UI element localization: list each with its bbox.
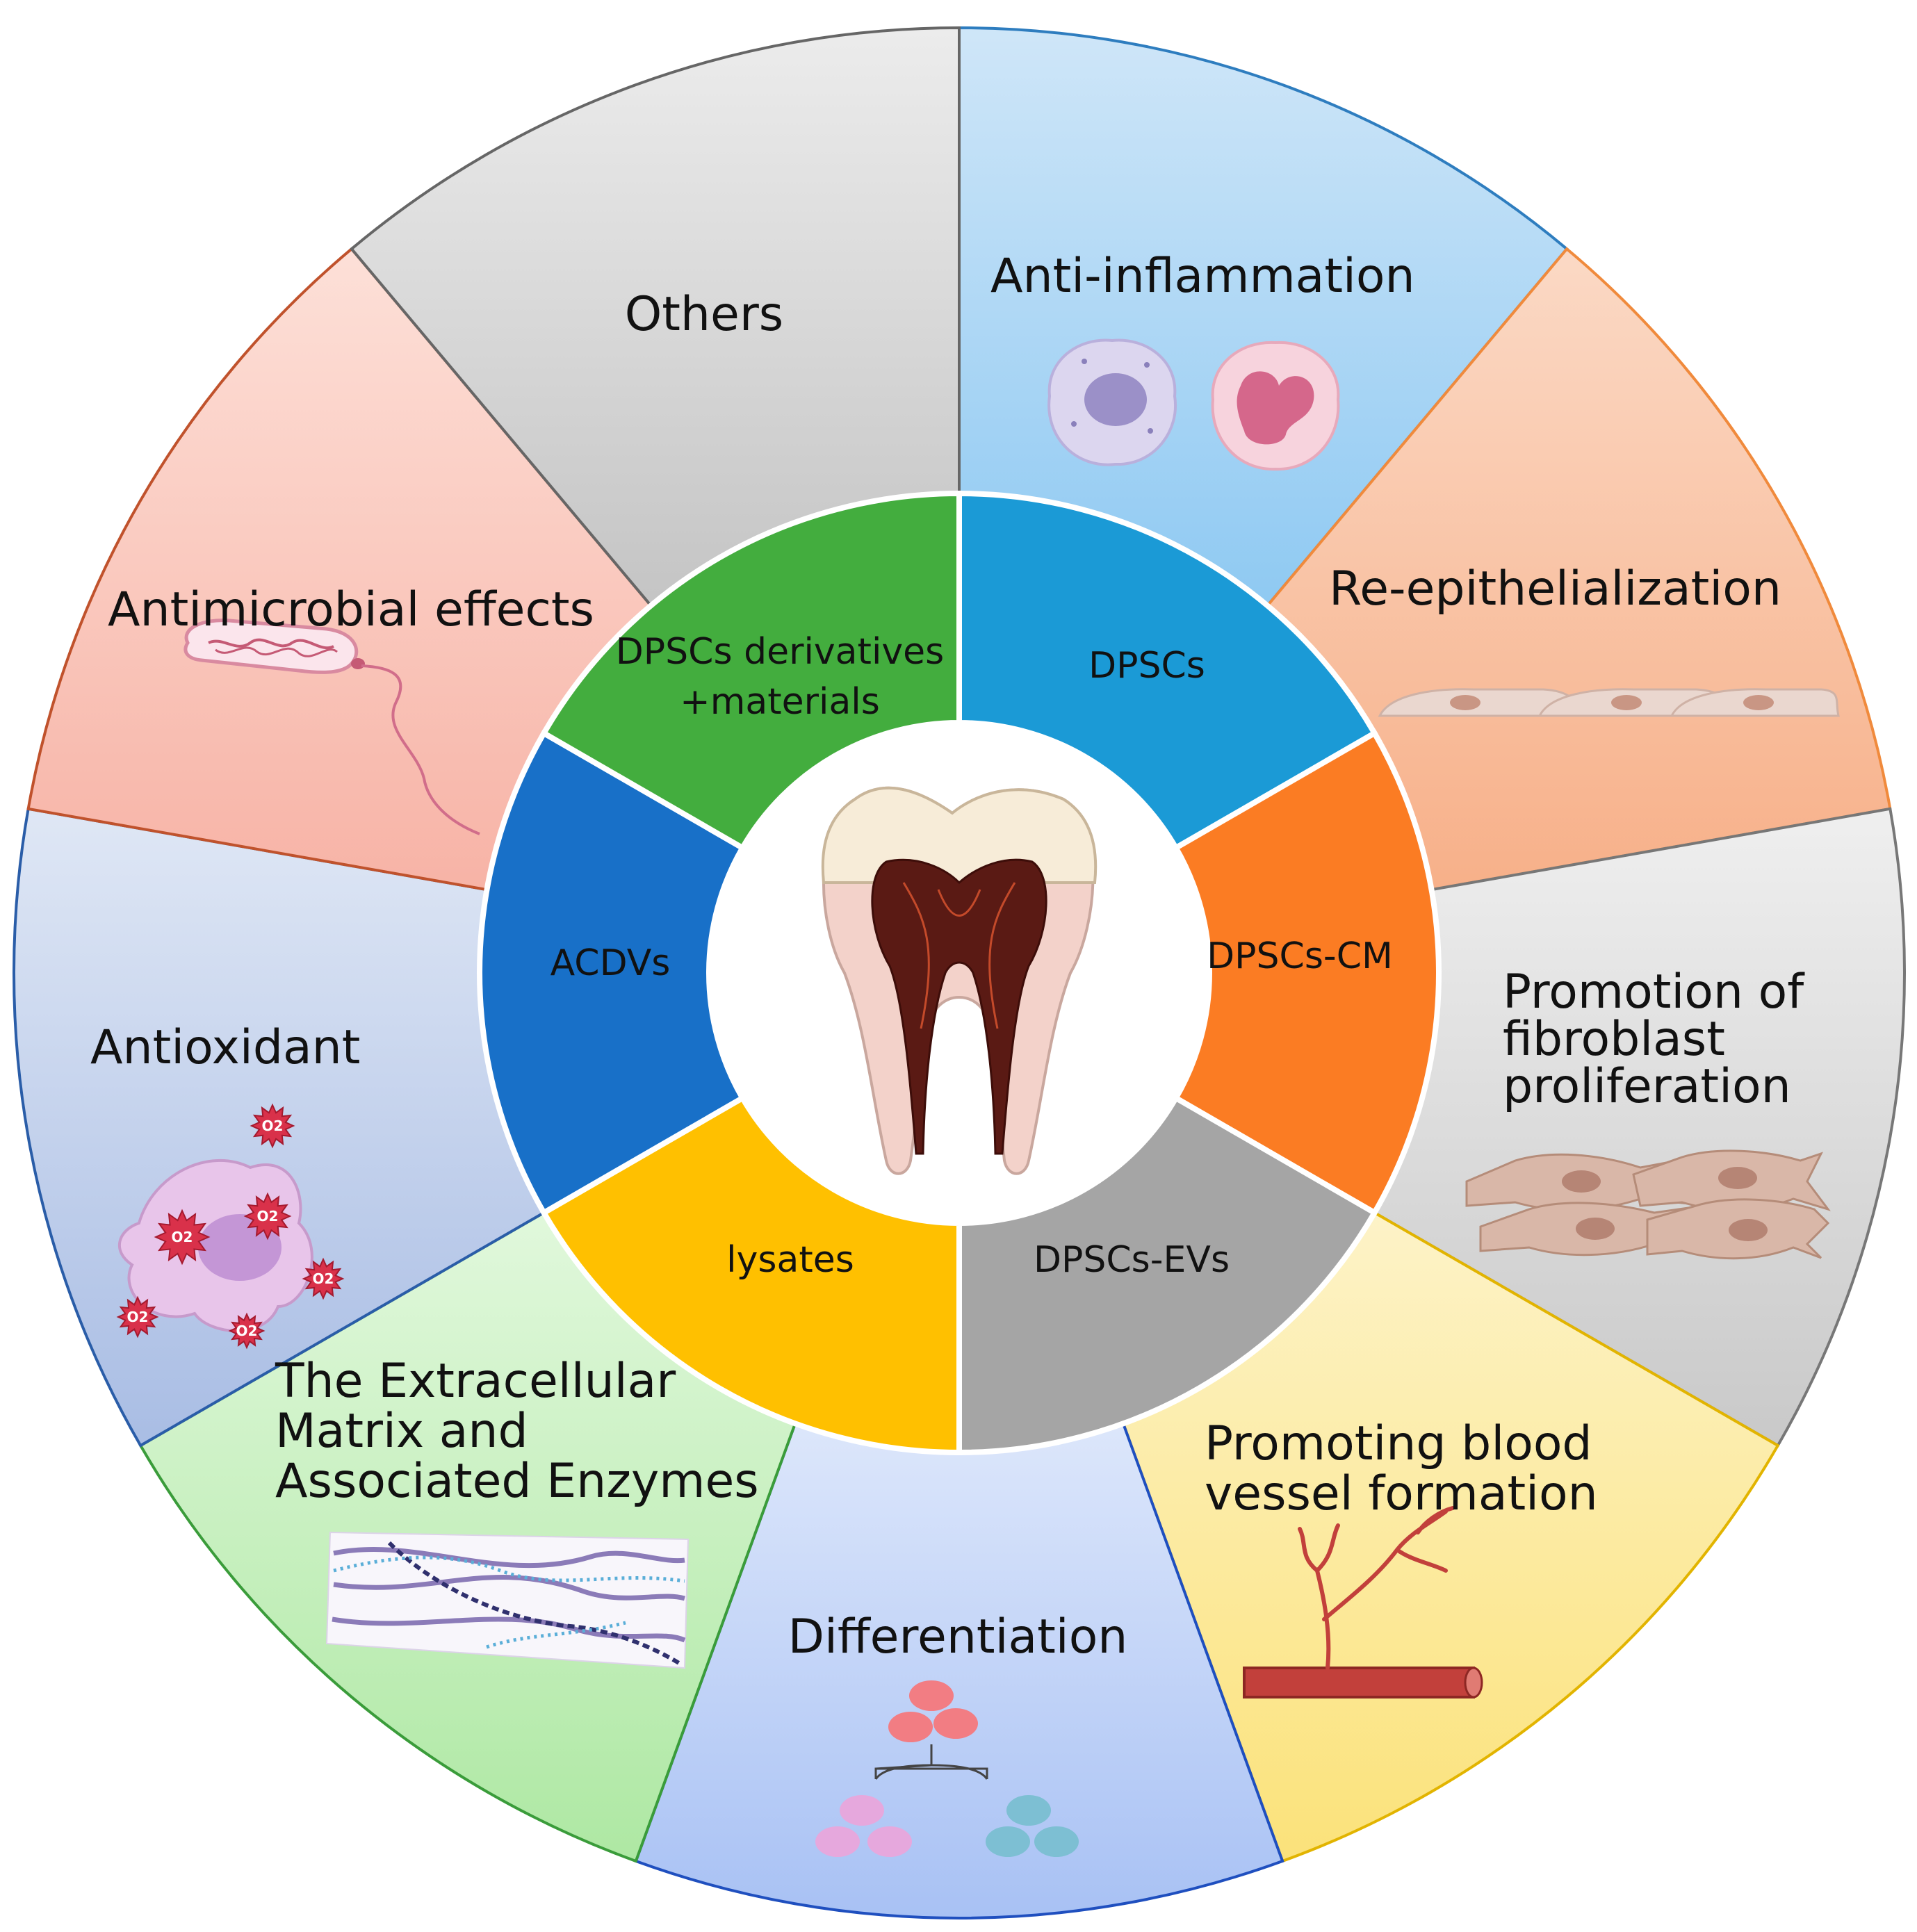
inner-ring: [477, 490, 1442, 1456]
inner-label-dpscs-line: DPSCs: [1088, 645, 1205, 687]
outer-label-antioxidant-line: Antioxidant: [90, 1020, 360, 1075]
inner-label-derivatives-line: DPSCs derivatives: [616, 631, 945, 673]
outer-label-blood-vessel-line: Promoting blood: [1205, 1416, 1592, 1471]
outer-label-ecm-line: The Extracellular: [275, 1354, 676, 1409]
outer-label-fibroblast-line: fibroblast: [1503, 1012, 1725, 1067]
inner-label-lysates-line: lysates: [726, 1239, 854, 1281]
fibroblast-nuclei-icon: [1562, 1167, 1768, 1241]
ros-molecule-icon: O2: [228, 1312, 266, 1350]
epithelial-cells-icon: [1378, 688, 1840, 717]
ros-molecule-icon: O2: [116, 1295, 159, 1339]
differentiation-cells-icon: [815, 1680, 1079, 1857]
ros-molecule-icon: O2: [154, 1209, 211, 1266]
outer-label-anti-inflammation-line: Anti-inflammation: [990, 249, 1415, 304]
outer-label-ecm-line: Associated Enzymes: [275, 1454, 759, 1509]
outer-label-fibroblast-line: proliferation: [1503, 1059, 1791, 1114]
inner-label-lysates: lysates: [726, 1239, 854, 1281]
blood-vessel-icon: [1243, 1506, 1483, 1698]
outer-label-fibroblast-line: Promotion of: [1503, 965, 1805, 1020]
inner-label-dpscs-cm: DPSCs-CM: [1207, 935, 1393, 977]
ros-label: O2: [262, 1118, 284, 1134]
inner-label-dpscs: DPSCs: [1088, 645, 1205, 687]
inner-label-dpscs-evs-line: DPSCs-EVs: [1034, 1239, 1230, 1281]
ros-label: O2: [236, 1323, 258, 1339]
outer-label-others: Others: [625, 287, 784, 342]
inner-label-acdvs-line: ACDVs: [550, 942, 671, 984]
ros-label: O2: [313, 1270, 334, 1287]
ros-molecule-icon: O2: [243, 1192, 292, 1241]
outer-label-antimicrobial: Antimicrobial effects: [108, 582, 594, 637]
ros-molecule-icon: O2: [302, 1257, 345, 1300]
outer-label-re-epithelialization: Re-epithelialization: [1329, 562, 1781, 616]
inner-label-acdvs: ACDVs: [550, 942, 671, 984]
inner-label-derivatives-line: +materials: [680, 681, 880, 723]
outer-label-differentiation: Differentiation: [788, 1610, 1128, 1664]
outer-label-antimicrobial-line: Antimicrobial effects: [108, 582, 594, 637]
outer-label-others-line: Others: [625, 287, 784, 342]
ros-label: O2: [127, 1309, 149, 1325]
ros-label: O2: [172, 1229, 193, 1245]
inner-label-dpscs-cm-line: DPSCs-CM: [1207, 935, 1393, 977]
fibroblast-cells-icon: [1465, 1149, 1831, 1260]
outer-label-re-epithelialization-line: Re-epithelialization: [1329, 562, 1781, 616]
outer-label-antioxidant: Antioxidant: [90, 1020, 360, 1075]
inner-label-dpscs-evs: DPSCs-EVs: [1034, 1239, 1230, 1281]
outer-labels: Anti-inflammationRe-epithelializationPro…: [90, 249, 1805, 1664]
outer-ring: [13, 26, 1906, 1919]
immune-cells-icon: [1047, 338, 1340, 471]
inner-label-derivatives: DPSCs derivatives +materials: [616, 631, 945, 723]
bacterium-icon: [183, 619, 480, 835]
outer-label-differentiation-line: Differentiation: [788, 1610, 1128, 1664]
outer-label-blood-vessel-line: vessel formation: [1205, 1466, 1598, 1521]
extracellular-matrix-icon: [325, 1531, 690, 1669]
ros-label: O2: [257, 1208, 279, 1225]
outer-label-anti-inflammation: Anti-inflammation: [990, 249, 1415, 304]
ros-molecule-icon: O2: [250, 1103, 295, 1149]
outer-label-ecm-line: Matrix and: [275, 1404, 528, 1459]
tooth-icon: [821, 786, 1098, 1175]
